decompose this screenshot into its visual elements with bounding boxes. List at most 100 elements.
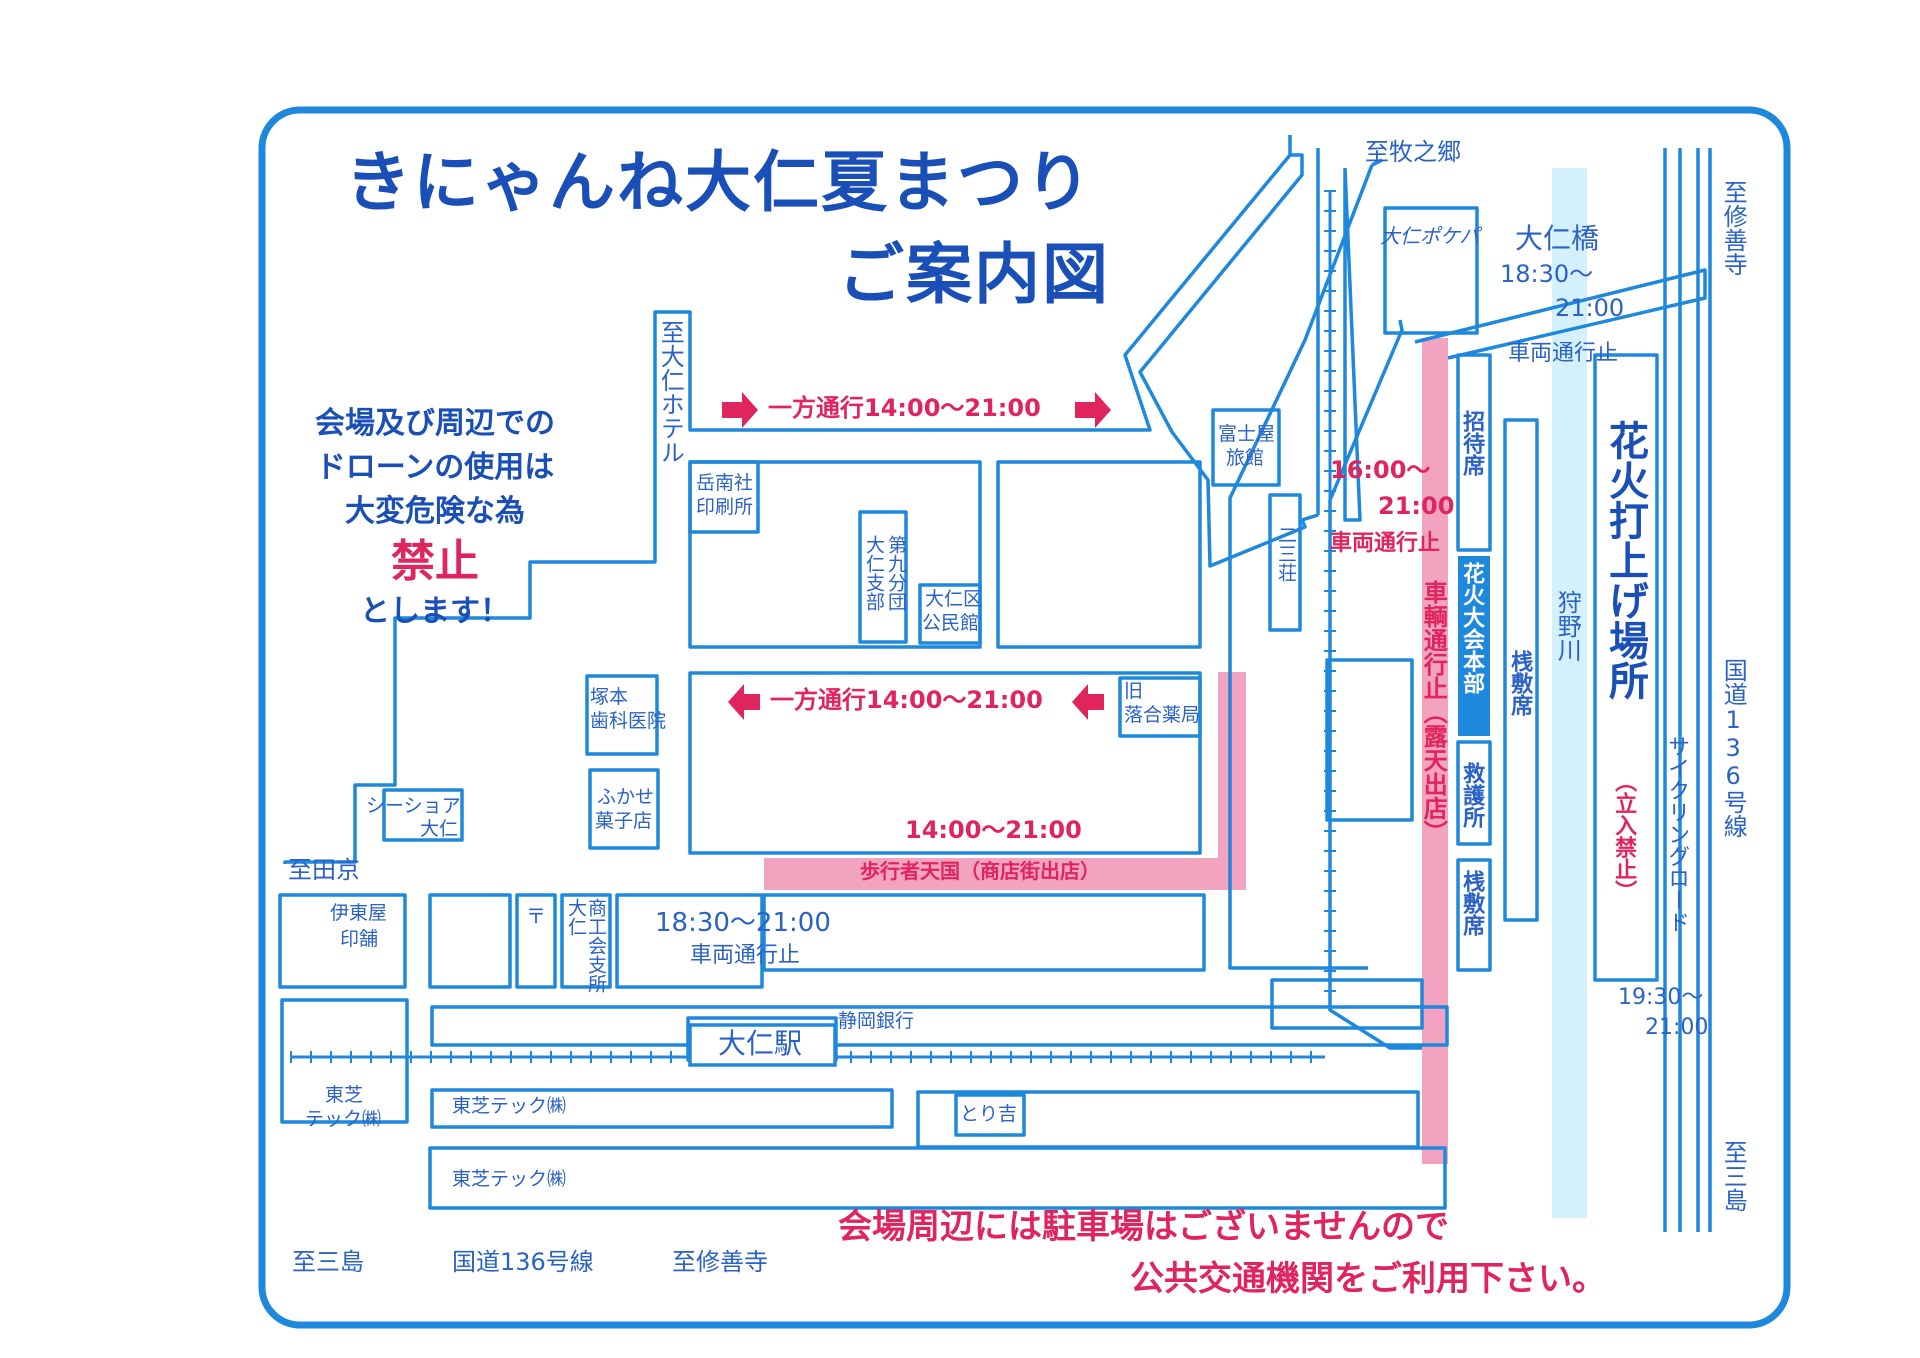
block — [1211, 408, 1281, 487]
place-pokepa: 大仁ポケパ — [1380, 224, 1480, 248]
place-sajiki1: 桟敷席 — [1507, 650, 1533, 716]
place-kominkan-2: 公民館 — [922, 612, 980, 634]
block — [762, 893, 1206, 972]
place-cycling-road: サイクリングロード — [1664, 735, 1690, 933]
map-subtitle: ご案内図 — [838, 236, 1110, 313]
ohito-bridge — [1414, 268, 1707, 360]
place-hq: 花火大会本部 — [1459, 562, 1485, 694]
place-kyugo: 救護所 — [1459, 762, 1485, 828]
place-gakunansha-2: 印刷所 — [696, 496, 754, 518]
block — [1456, 858, 1492, 972]
block — [430, 1005, 1449, 1047]
place-toshiba-mid: 東芝テック㈱ — [452, 1095, 567, 1117]
block — [1456, 353, 1492, 552]
station-box — [688, 1023, 837, 1067]
kano-river — [1552, 168, 1587, 1218]
direction-shuzenji-bottom: 至修善寺 — [672, 1248, 768, 1276]
place-toshiba-left-2: テック㈱ — [305, 1108, 382, 1130]
post-office-icon: 〒 — [526, 904, 546, 928]
block — [278, 893, 407, 989]
block — [515, 893, 557, 989]
oneway-mid: 一方通行14:00〜21:00 — [770, 686, 1043, 714]
road — [283, 135, 1292, 864]
east-time-2: 21:00 — [1378, 492, 1455, 520]
block — [996, 460, 1202, 649]
bridge-time-2: 21:00 — [1555, 294, 1625, 322]
block — [585, 674, 659, 756]
cycling-time-1: 19:30〜 — [1618, 985, 1704, 1010]
place-dai9: 第九分団 — [884, 535, 907, 611]
place-ohito-shoko-1: 大仁 — [564, 898, 587, 936]
place-ohito-shoko-2: 商工会支所 — [584, 898, 607, 993]
place-ohito-station: 大仁駅 — [718, 1027, 803, 1060]
block — [1325, 658, 1414, 822]
block — [382, 788, 464, 842]
road — [1371, 158, 1383, 167]
block — [1118, 676, 1202, 738]
map-title: きにゃんね大仁夏まつり — [345, 144, 1093, 221]
direction-route136-bottom: 国道136号線 — [452, 1248, 594, 1276]
east-vertical-closed: 車輌通行止（露天出店） — [1419, 580, 1448, 844]
block — [858, 510, 908, 644]
block — [1383, 206, 1479, 335]
place-shizuoka-bank: 静岡銀行 — [838, 1010, 915, 1032]
block — [280, 998, 409, 1124]
block — [918, 583, 982, 645]
block — [588, 768, 660, 850]
parking-notice-line2: 公共交通機関をご利用下さい。 — [1130, 1259, 1606, 1299]
direction-makinogo: 至牧之郷 — [1365, 138, 1461, 166]
east-closed: 車両通行止 — [1330, 531, 1441, 556]
block — [688, 671, 1202, 855]
block — [1268, 493, 1302, 632]
oneway-top: 一方通行14:00〜21:00 — [768, 394, 1041, 422]
block — [688, 460, 760, 534]
road — [1138, 153, 1307, 568]
place-itoya-2: 印舗 — [340, 928, 379, 950]
drone-line1: 会場及び周辺での — [315, 406, 555, 441]
direction-mishima-bottom: 至三島 — [292, 1248, 364, 1276]
road — [1228, 164, 1374, 970]
place-fukase-2: 菓子店 — [595, 810, 653, 832]
direction-route136-right: 国道136号線 — [1719, 658, 1748, 838]
place-fujiya-1: 富士屋 — [1218, 423, 1276, 445]
road — [1343, 167, 1362, 522]
place-seashore-1: シーショア — [366, 795, 461, 817]
place-fukase-1: ふかせ — [597, 786, 655, 808]
place-old-ochiai-2: 落合薬局 — [1124, 704, 1201, 726]
block — [1593, 353, 1659, 982]
place-seashore-2: 大仁 — [420, 818, 459, 840]
pedestrian-zone — [764, 338, 1448, 1164]
drone-banned: 禁止 — [391, 536, 479, 587]
place-tsukamoto-2: 歯科医院 — [590, 710, 667, 732]
drone-notice: 会場及び周辺での ドローンの使用は 大変危険な為 禁止 とします！ — [285, 402, 585, 634]
place-no-entry: （立入禁止） — [1611, 770, 1637, 902]
bridge-closed: 車両通行止 — [1508, 341, 1619, 366]
oneway-arrows — [722, 392, 1111, 720]
drone-line2: ドローンの使用は — [315, 450, 555, 485]
place-torikichi: とり吉 — [960, 1103, 1018, 1125]
block — [1456, 740, 1492, 846]
place-kano-river: 狩野川 — [1553, 590, 1582, 662]
direction-ohito-hotel: 至大仁ホテル — [656, 320, 685, 464]
direction-shuzenji-right: 至修善寺 — [1719, 180, 1748, 276]
block — [560, 893, 612, 989]
map-frame — [258, 106, 1791, 1329]
south-closed: 車両通行止 — [690, 943, 801, 968]
bridge-time-1: 18:30〜 — [1500, 260, 1594, 288]
block — [430, 1088, 894, 1129]
place-gakunansha-1: 岳南社 — [696, 472, 754, 494]
block — [688, 460, 982, 649]
cycling-time-2: 21:00 — [1645, 1015, 1709, 1040]
road — [1301, 513, 1319, 522]
block — [615, 893, 764, 989]
place-tsukamoto-1: 塚本 — [590, 686, 629, 708]
block — [954, 1093, 1026, 1137]
place-itoya-1: 伊東屋 — [330, 902, 388, 924]
parking-notice-line1: 会場周辺には駐車場はございませんので — [838, 1207, 1449, 1247]
place-fujiya-2: 旅館 — [1226, 447, 1265, 469]
east-time-1: 16:00〜 — [1330, 456, 1431, 484]
block — [1270, 978, 1424, 1030]
block — [916, 1090, 1420, 1149]
direction-mishima-right: 至三島 — [1719, 1140, 1748, 1212]
place-kominkan-1: 大仁区 — [925, 588, 983, 610]
